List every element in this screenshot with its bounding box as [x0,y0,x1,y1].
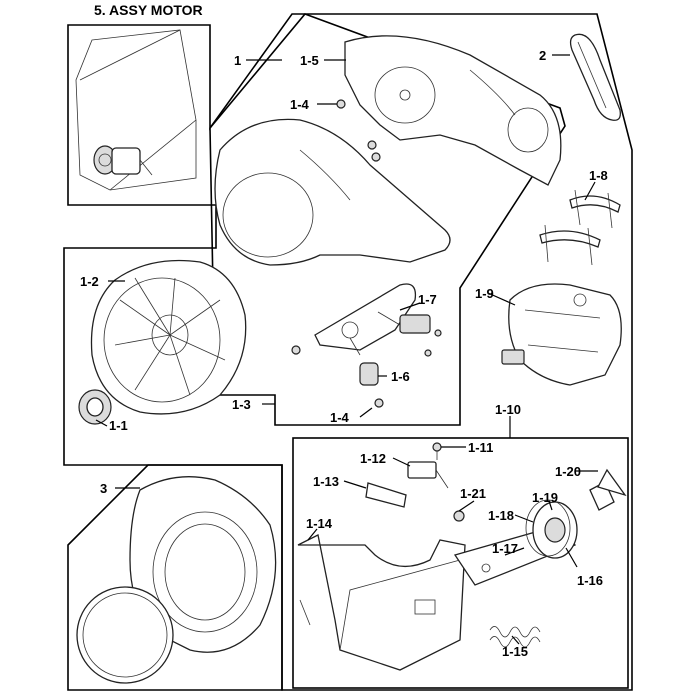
sensor-bracket-part [291,283,442,357]
callout-1-18: 1-18 [488,508,514,523]
blower-nut-part [78,389,112,425]
screw-upper [336,99,381,162]
blower-wheel-part [90,259,247,415]
assembly-thumbnail [75,29,197,191]
callout-1-12: 1-12 [360,451,386,466]
callout-1-7: 1-7 [418,292,437,307]
callout-1-15: 1-15 [502,644,528,659]
front-housing-part [214,118,451,266]
callout-1-13: 1-13 [313,474,339,489]
main-assembly-outline [63,13,633,691]
duct-part [129,476,277,653]
diagram-title: 5. ASSY MOTOR [94,2,203,18]
callout-1-14: 1-14 [306,516,333,531]
bracket-screw-part [453,510,465,522]
spacer-part [589,468,627,511]
callout-1-8: 1-8 [589,168,608,183]
housing-group-outline [209,13,566,426]
callout-1-21: 1-21 [460,486,486,501]
belt-part [569,33,621,121]
callout-1-4-lower: 1-4 [330,410,350,425]
micro-switch-part [407,461,449,489]
callout-1-3: 1-3 [232,397,251,412]
callout-1-5: 1-5 [300,53,319,68]
callout-1-1: 1-1 [109,418,128,433]
duct-ring-part [76,586,174,684]
callout-1-10: 1-10 [495,402,521,417]
tension-spring-part [489,626,541,648]
callout-1-16: 1-16 [577,573,603,588]
callout-1-2: 1-2 [80,274,99,289]
callout-1-19: 1-19 [532,490,558,505]
callout-1-17: 1-17 [492,541,518,556]
callout-1: 1 [234,53,241,68]
leader-lines [95,54,598,645]
callout-2: 2 [539,48,546,63]
motor-bracket-part [297,534,466,671]
idler-pulley-part [525,499,578,559]
drive-motor-part [501,283,622,386]
thermistor-part [349,337,384,408]
bracket-group-outline [292,437,629,689]
callout-1-6: 1-6 [391,369,410,384]
switch-bracket-part [365,482,407,508]
duct-group-outline [67,464,283,691]
callout-1-11: 1-11 [468,440,493,455]
callout-1-4-upper: 1-4 [290,97,310,112]
callout-1-20: 1-20 [555,464,581,479]
callout-1-9: 1-9 [475,286,494,301]
motor-clamp-part [539,189,621,266]
switch-screw-part [432,442,442,460]
callout-3: 3 [100,481,107,496]
rear-housing-part [344,35,562,186]
